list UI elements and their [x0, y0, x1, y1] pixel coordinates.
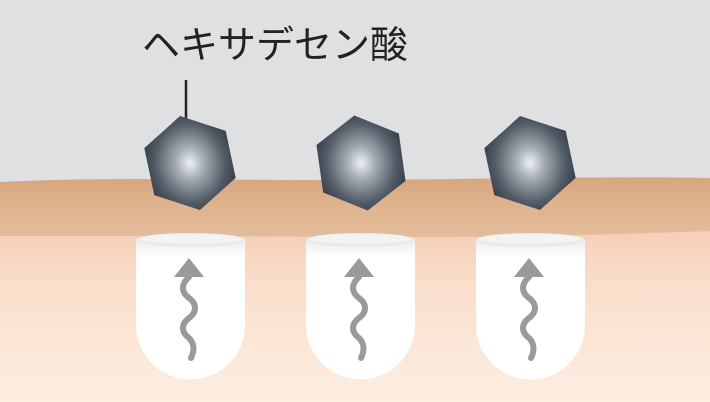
pore-2: [306, 233, 415, 380]
hexagon-molecule-icon: [144, 116, 236, 210]
hexagon-molecule-icon: [316, 115, 406, 211]
molecule-label: ヘキサデセン酸: [142, 23, 409, 67]
pore-3: [476, 233, 585, 380]
wavy-up-arrow-icon: [514, 258, 544, 361]
wavy-up-arrow-icon: [174, 258, 204, 361]
pore-1: [136, 233, 245, 380]
wavy-up-arrow-icon: [344, 258, 374, 361]
hexagon-molecule-icon: [484, 116, 576, 210]
